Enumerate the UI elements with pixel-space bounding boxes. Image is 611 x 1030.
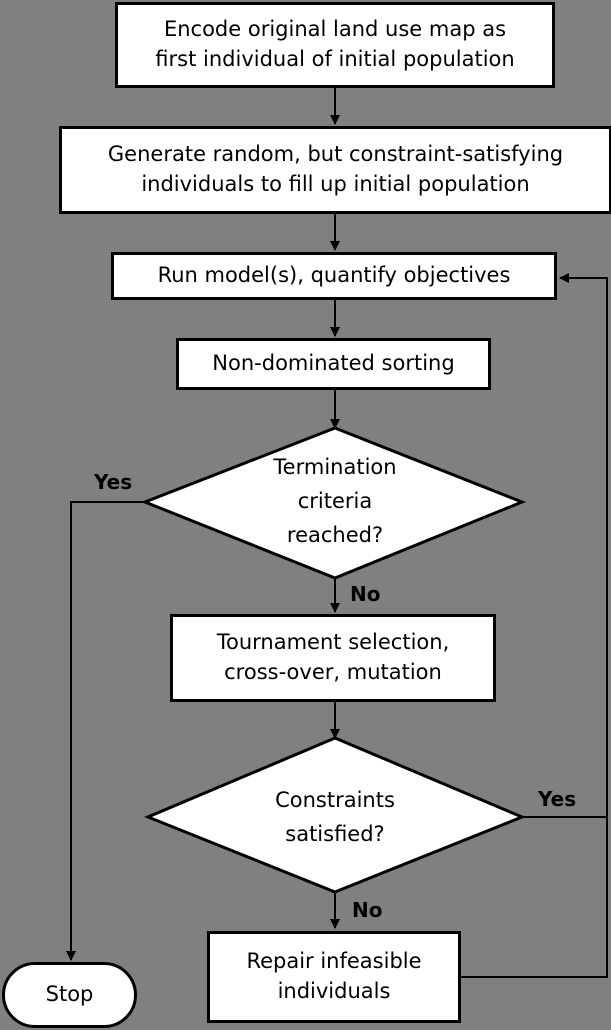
step-run: Run model(s), quantify objectives xyxy=(111,252,557,300)
step-sorting-line-1: Non-dominated sorting xyxy=(212,351,455,376)
arrow-constraints-yes-loop xyxy=(522,273,608,818)
step-tournament-line-1: Tournament selection, xyxy=(216,630,450,655)
step-sorting: Non-dominated sorting xyxy=(176,338,491,390)
terminal-stop-label: Stop xyxy=(45,982,94,1007)
label-constraints-yes: Yes xyxy=(538,787,577,811)
decision-constraints: Constraints satisfied? xyxy=(225,780,445,854)
decision-constraints-shape xyxy=(144,736,526,894)
decision-termination-line-1: Termination xyxy=(273,454,397,479)
label-termination-no: No xyxy=(350,582,381,606)
decision-constraints-line-2: satisfied? xyxy=(285,822,385,846)
step-tournament-line-2: cross-over, mutation xyxy=(224,660,442,684)
decision-constraints-line-1: Constraints xyxy=(275,787,395,812)
step-encode-line-2: first individual of initial population xyxy=(155,47,515,71)
decision-termination: Termination criteria reached? xyxy=(225,450,445,552)
step-generate-line-1: Generate random, but constraint-satisfyi… xyxy=(107,142,564,167)
step-encode: Encode original land use map as first in… xyxy=(115,2,555,88)
step-repair: Repair infeasible individuals xyxy=(207,931,461,1023)
step-generate-line-2: individuals to fill up initial populatio… xyxy=(141,172,530,196)
decision-termination-line-2: criteria xyxy=(297,489,373,513)
arrow-termination-yes-to-stop xyxy=(66,501,145,961)
step-tournament: Tournament selection, cross-over, mutati… xyxy=(170,614,496,702)
step-repair-line-2: individuals xyxy=(277,979,391,1003)
decision-termination-shape xyxy=(140,426,527,580)
label-constraints-no: No xyxy=(352,898,383,922)
step-run-line-1: Run model(s), quantify objectives xyxy=(157,263,511,288)
arrow-repair-loop xyxy=(460,817,608,978)
label-termination-yes: Yes xyxy=(94,470,133,494)
step-generate: Generate random, but constraint-satisfyi… xyxy=(59,126,611,214)
step-encode-line-1: Encode original land use map as xyxy=(163,17,507,42)
decision-termination-line-3: reached? xyxy=(286,523,384,548)
step-repair-line-1: Repair infeasible xyxy=(246,949,422,974)
terminal-stop: Stop xyxy=(2,962,137,1028)
